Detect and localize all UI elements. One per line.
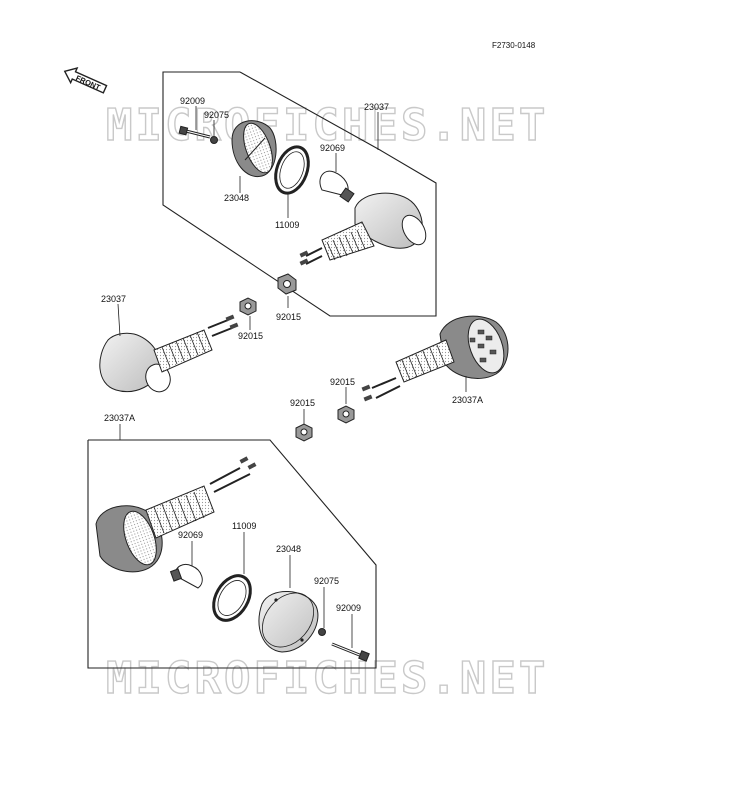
- washer-upper: [210, 136, 218, 144]
- label-92075-lower: 92075: [314, 576, 339, 586]
- label-23037-upper: 23037: [364, 102, 389, 112]
- label-23048-upper: 23048: [224, 193, 249, 203]
- lens-cover-lower: [258, 591, 319, 653]
- label-11009-lower: 11009: [232, 521, 256, 531]
- label-92009-upper: 92009: [180, 96, 205, 106]
- label-23037-left: 23037: [101, 294, 126, 304]
- leader-lines-right: [345, 376, 467, 404]
- turn-signal-left: [99, 314, 239, 393]
- label-92015-center: 92015: [290, 398, 315, 408]
- turn-signal-upper: [299, 192, 427, 266]
- label-92069-upper: 92069: [320, 143, 345, 153]
- gasket-lower: [212, 574, 252, 622]
- front-label: FRONT: [74, 73, 102, 92]
- nut-left: [239, 297, 257, 316]
- watermark-top: MICROFICHES.NET: [106, 100, 548, 151]
- bulb-lower: [169, 563, 203, 589]
- frame-upper: [162, 71, 437, 317]
- label-92015-left: 92015: [238, 331, 263, 341]
- washer-lower: [318, 628, 326, 636]
- frame-lower: [87, 439, 377, 669]
- label-92009-lower: 92009: [336, 603, 361, 613]
- gasket-upper: [274, 145, 310, 195]
- label-92015-right: 92015: [330, 377, 355, 387]
- figure-id: F2730-0148: [492, 41, 536, 50]
- bulb-upper: [319, 170, 355, 203]
- label-23048-lower: 23048: [276, 544, 301, 554]
- label-23037A-lower: 23037A: [104, 413, 135, 423]
- label-92015-upper: 92015: [276, 312, 301, 322]
- label-92069-lower: 92069: [178, 530, 203, 540]
- leader-lines-left: [117, 303, 251, 337]
- label-11009-upper: 11009: [275, 220, 299, 230]
- turn-signal-lower: [95, 456, 257, 573]
- housing-rim-upper: [231, 120, 277, 178]
- front-arrow-icon: FRONT: [63, 67, 108, 94]
- leader-lines-upper: [195, 106, 379, 308]
- turn-signal-right: [361, 315, 509, 402]
- nut-upper: [277, 273, 297, 295]
- watermark-bottom: MICROFICHES.NET: [106, 653, 548, 704]
- label-23037A-right: 23037A: [452, 395, 483, 405]
- nut-right: [337, 405, 355, 424]
- leader-lines-lower: [191, 532, 353, 648]
- label-92075-upper: 92075: [204, 110, 229, 120]
- screw-upper: [178, 125, 211, 139]
- nut-center: [295, 423, 313, 442]
- screw-lower: [331, 642, 370, 662]
